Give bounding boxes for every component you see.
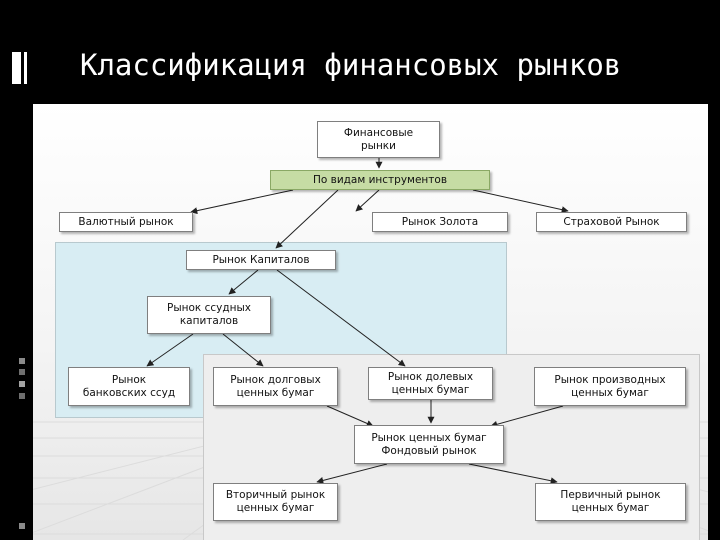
node-equity-securities-market: Рынок долевых ценных бумаг	[368, 367, 493, 400]
node-primary-securities-market: Первичный рынок ценных бумаг	[535, 483, 686, 521]
node-bank-loans-market: Рынок банковских ссуд	[68, 367, 190, 406]
node-gold-market: Рынок Золота	[372, 212, 508, 232]
deco-square-2	[19, 369, 25, 375]
node-loan-capital-market: Рынок ссудных капиталов	[147, 296, 271, 334]
deco-square-3	[19, 381, 25, 387]
deco-square-4	[19, 393, 25, 399]
node-currency-market: Валютный рынок	[59, 212, 193, 232]
deco-square-1	[19, 358, 25, 364]
node-capital-market: Рынок Капиталов	[186, 250, 336, 270]
node-insurance-market: Страховой Рынок	[536, 212, 687, 232]
node-debt-securities-market: Рынок долговых ценных бумаг	[213, 367, 338, 406]
node-secondary-securities-market: Вторичный рынок ценных бумаг	[213, 483, 338, 521]
node-derivative-securities-market: Рынок производных ценных бумаг	[534, 367, 686, 406]
deco-bar-top-thin	[24, 52, 27, 84]
diagram-panel: Финансовые рынки По видам инструментов В…	[33, 104, 708, 540]
slide-title: Классификация финансовых рынков	[80, 48, 622, 82]
node-securities-stock-market: Рынок ценных бумаг Фондовый рынок	[354, 425, 504, 464]
deco-bar-top	[12, 52, 21, 84]
node-financial-markets: Финансовые рынки	[317, 121, 440, 158]
node-by-instrument-type: По видам инструментов	[270, 170, 490, 190]
deco-square-5	[19, 523, 25, 529]
